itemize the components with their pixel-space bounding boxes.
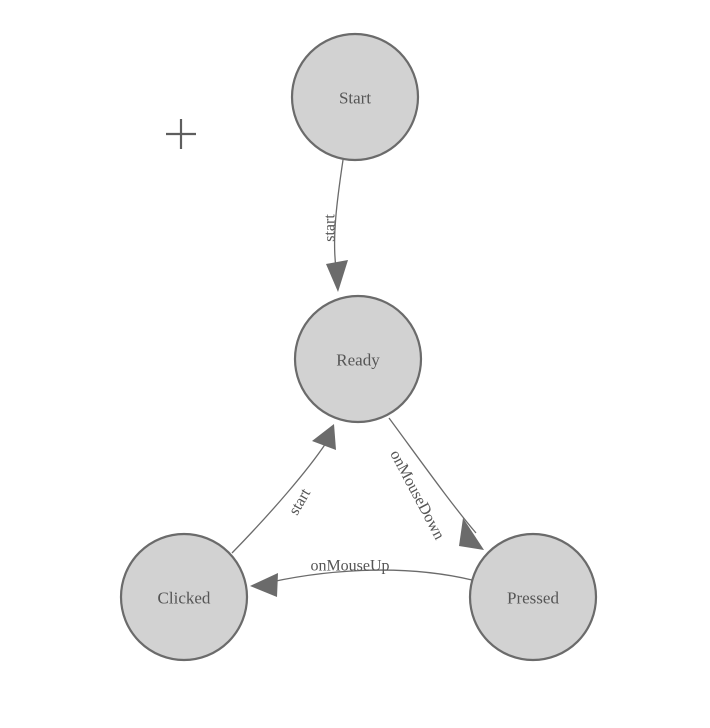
edge-label-ready-to-pressed: onMouseDown: [386, 447, 447, 542]
node-clicked-label: Clicked: [158, 589, 211, 608]
edge-clicked-to-ready-path: [231, 442, 327, 554]
edge-ready-to-pressed-arrowhead: [459, 518, 484, 550]
node-pressed[interactable]: Pressed: [468, 532, 598, 662]
edge-start-to-ready-path: [333, 159, 344, 269]
node-start-circle[interactable]: [290, 32, 420, 162]
node-start[interactable]: Start: [290, 32, 420, 162]
node-pressed-circle[interactable]: [468, 532, 598, 662]
node-ready-circle[interactable]: [293, 294, 423, 424]
node-pressed-label: Pressed: [507, 589, 559, 608]
node-ready-label: Ready: [336, 351, 380, 370]
edge-ready-to-pressed-path: [388, 417, 477, 534]
edge-start-to-ready[interactable]: start: [322, 159, 349, 292]
edge-pressed-to-clicked-path: [257, 569, 473, 586]
edge-start-to-ready-arrowhead: [326, 260, 348, 292]
edge-pressed-to-clicked-arrowhead: [250, 573, 278, 597]
edge-pressed-to-clicked[interactable]: onMouseUp: [250, 558, 473, 598]
edge-label-start-to-ready: start: [322, 214, 339, 242]
node-clicked-circle[interactable]: [119, 532, 249, 662]
edge-clicked-to-ready-arrowhead: [312, 424, 336, 450]
node-ready[interactable]: Ready: [293, 294, 423, 424]
edge-clicked-to-ready[interactable]: start: [231, 424, 336, 554]
edge-ready-to-pressed[interactable]: onMouseDown: [386, 417, 484, 550]
plus-marker-icon: [166, 119, 196, 149]
node-start-label: Start: [339, 89, 371, 108]
node-clicked[interactable]: Clicked: [119, 532, 249, 662]
edge-label-pressed-to-clicked: onMouseUp: [310, 558, 389, 575]
